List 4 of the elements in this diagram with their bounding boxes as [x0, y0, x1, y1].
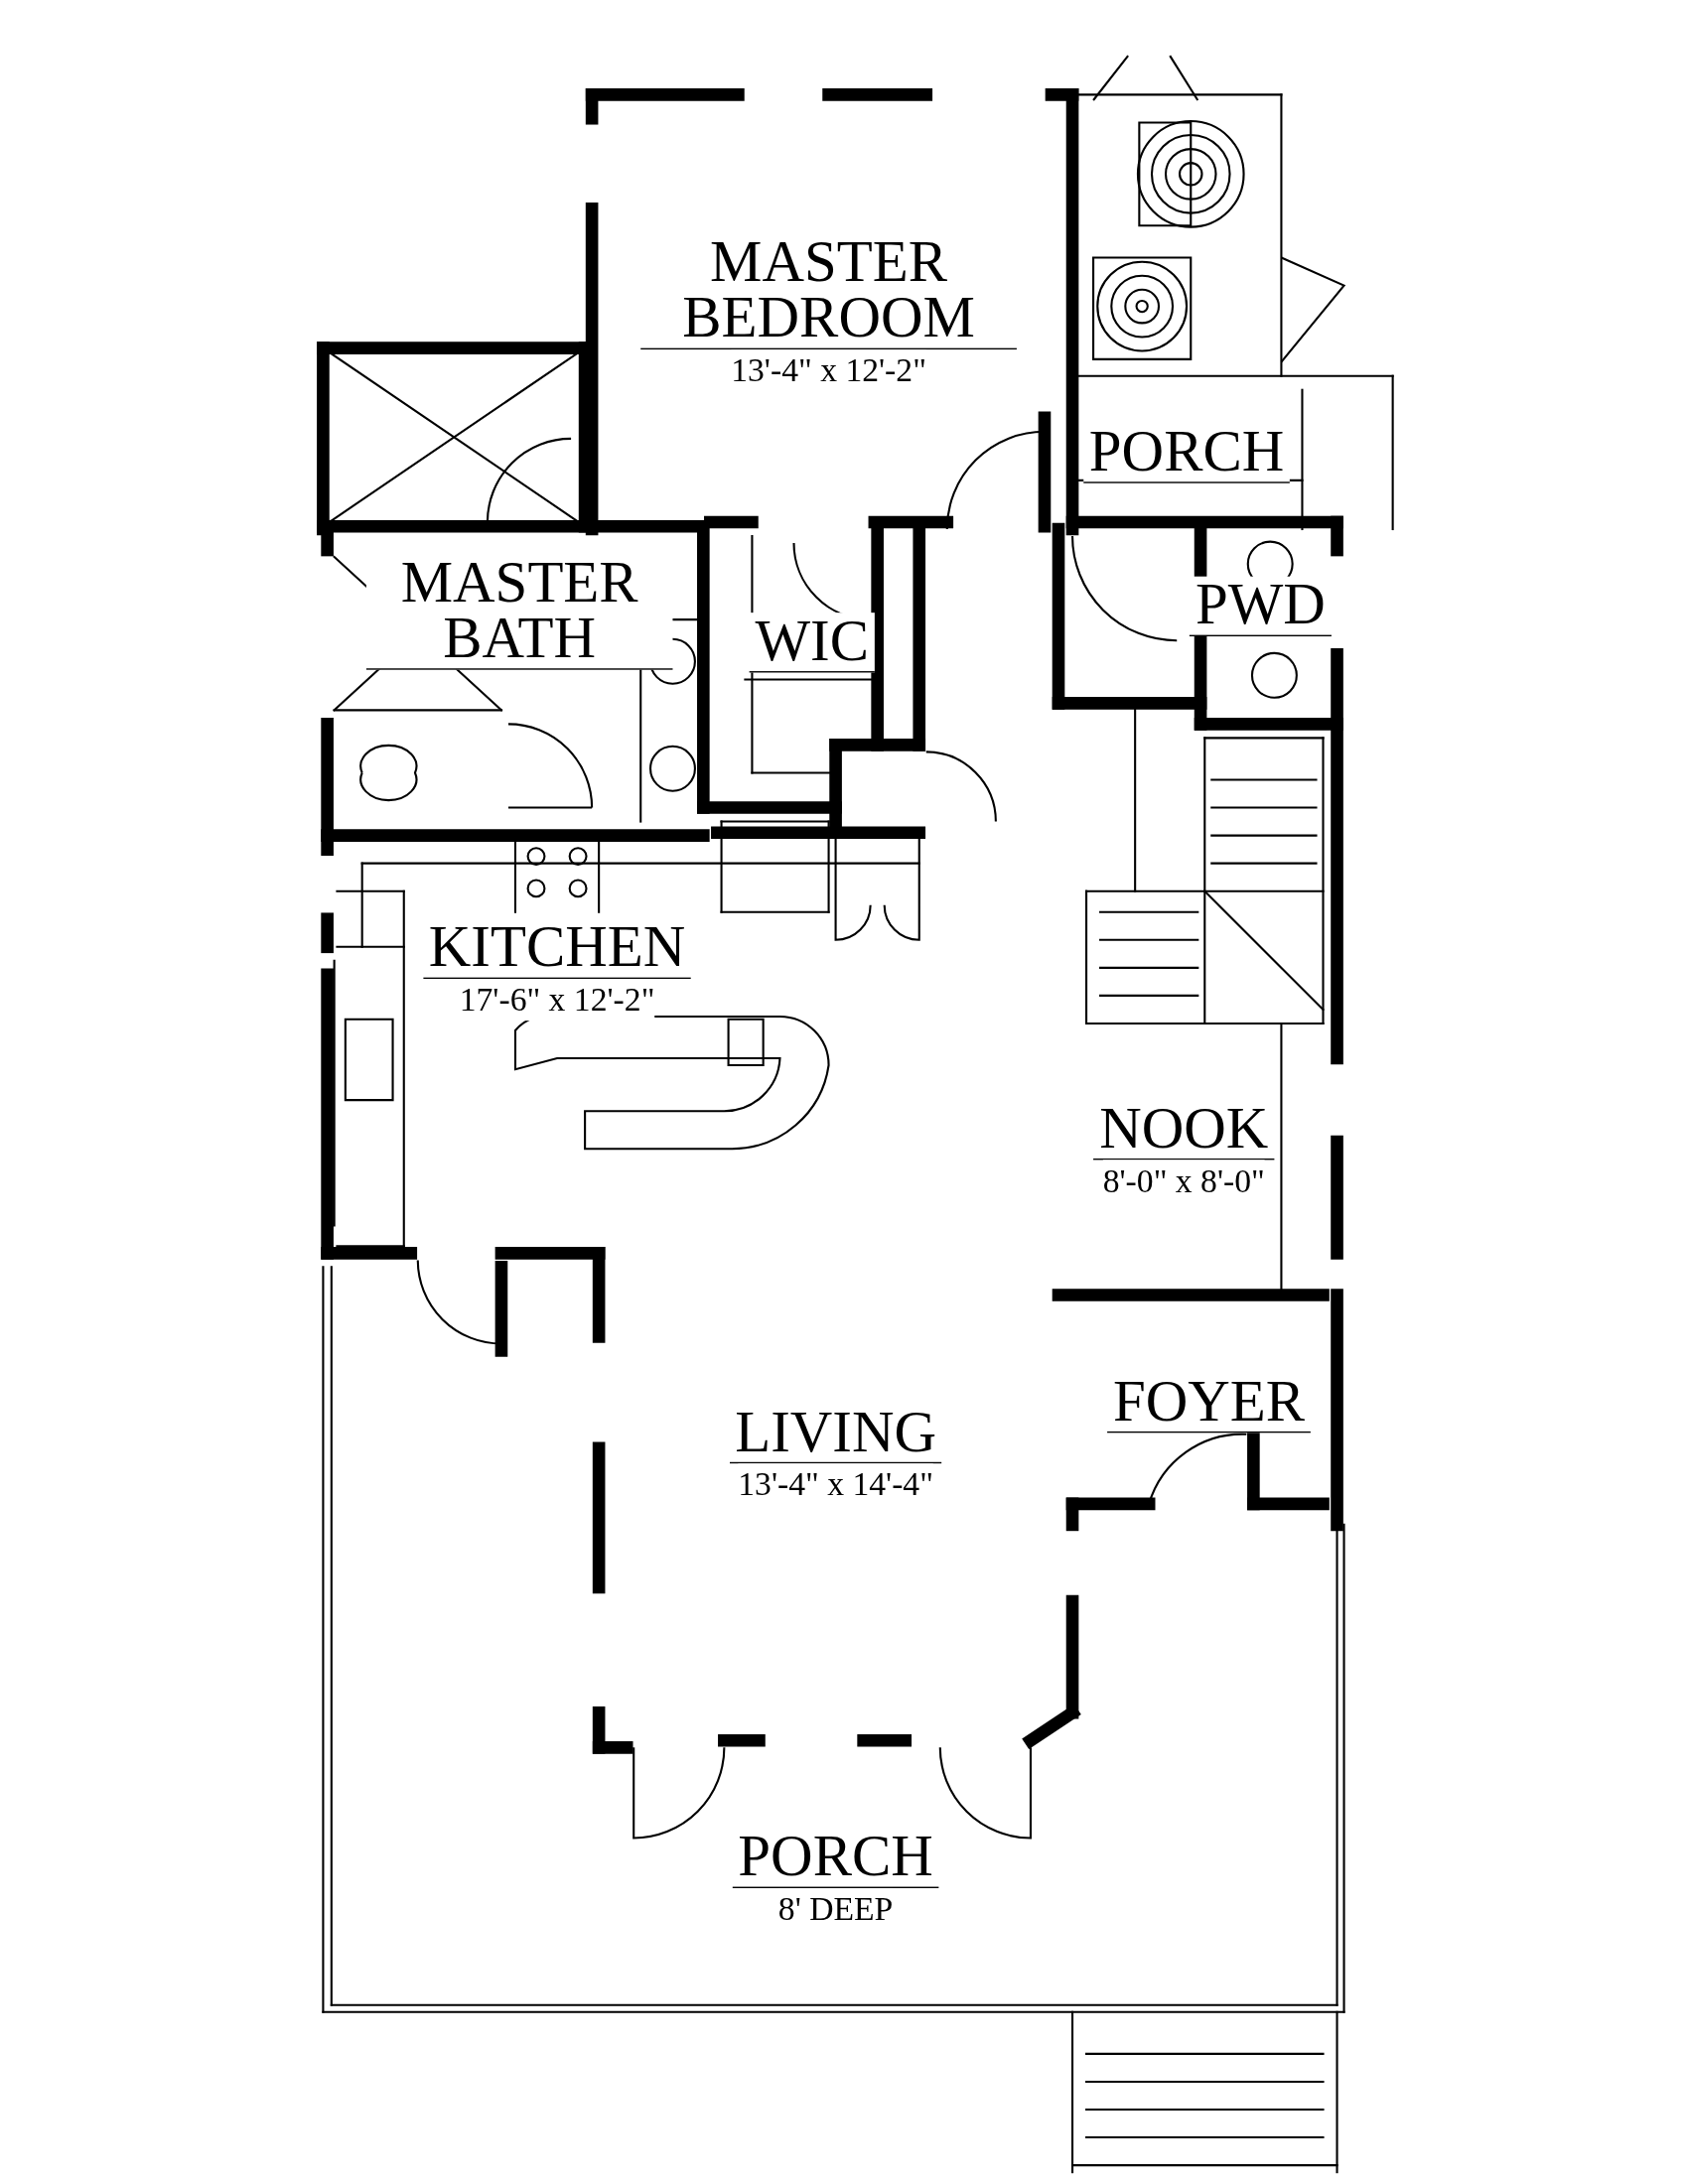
room-name: WIC: [749, 613, 875, 673]
room-name: PWD: [1190, 576, 1332, 636]
room-name: MASTER BATH: [365, 554, 673, 670]
room-dimensions: 17'-6" x 12'-2": [459, 979, 655, 1022]
